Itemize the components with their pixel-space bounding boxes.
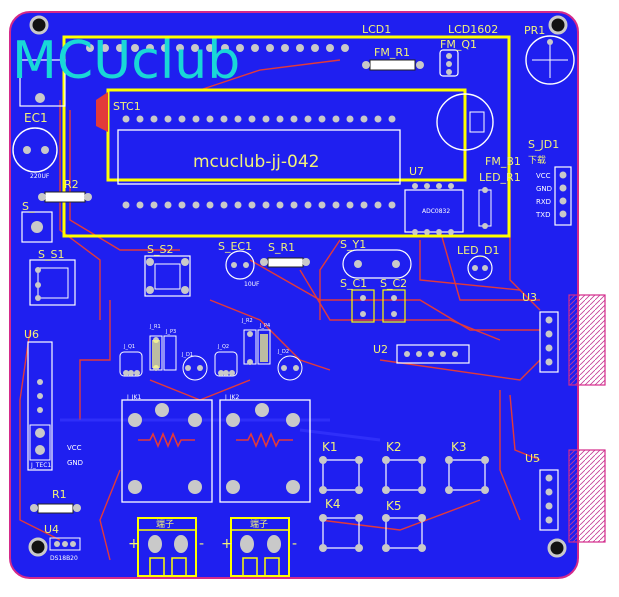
label-s-jd1: S_JD1: [528, 138, 559, 151]
label-j-j1: J_J1: [182, 584, 192, 590]
label-led-r1: LED_R1: [479, 171, 521, 184]
label-j-q1: J_Q1: [123, 344, 135, 350]
lcd-pin-row: [86, 44, 349, 52]
label-k3: K3: [451, 440, 467, 454]
label-j-d2: J_D2: [277, 349, 289, 355]
mcuclub-watermark: MCUclub: [12, 31, 240, 91]
copper-pad-shape: [96, 92, 108, 132]
label-led-d1: LED_D1: [457, 244, 500, 257]
power-jack-outline: [19, 59, 66, 107]
label-fm-r1: FM_R1: [374, 46, 410, 59]
label-stc1: STC1: [113, 100, 141, 113]
label-term-2: 端子: [250, 518, 268, 530]
label-s-c2: S_C2: [380, 277, 407, 290]
pr1-outline: [525, 35, 575, 85]
label-term-1: 端子: [156, 518, 174, 530]
lcd-frame: [62, 35, 511, 238]
label-s-ec1: S_EC1: [218, 240, 252, 253]
label-fm-b1: FM_B1: [485, 155, 521, 168]
label-u3: U3: [522, 291, 537, 304]
label-k1: K1: [322, 440, 338, 454]
label-j-d1: J_D1: [181, 352, 193, 358]
connector-outline-u5: [568, 449, 606, 543]
label-u7: U7: [409, 165, 424, 178]
label-u4-part: DS18B20: [50, 555, 78, 562]
label-pr1: PR1: [524, 24, 545, 37]
label-j-r1: J_R1: [149, 324, 161, 330]
label-relay2: J_JK2: [224, 394, 239, 401]
label-download: 下载: [528, 154, 546, 166]
ec1-outline: [12, 127, 58, 173]
label-s-top: S_: [22, 200, 35, 213]
label-lcd1602: LCD1602: [448, 23, 498, 36]
fm-r1-body: [369, 59, 416, 71]
connector-outline-u3: [568, 294, 606, 386]
label-j-p3: J_P3: [165, 329, 176, 335]
label-gnd: GND: [67, 459, 83, 467]
relay2-outline: [219, 399, 311, 503]
label-j-r2: J_R2: [241, 318, 253, 324]
terminal-block-1: [137, 517, 197, 577]
label-plus-1: +: [128, 536, 140, 552]
label-plus-2: +: [221, 536, 233, 552]
buzzer-outline: [436, 93, 494, 151]
label-jd1-txd: TXD: [535, 211, 550, 219]
label-k4: K4: [325, 497, 341, 511]
label-tec: J_TEC1: [30, 462, 51, 469]
label-ec-value: 220UF: [30, 173, 50, 180]
label-k5: K5: [386, 499, 402, 513]
label-s-s1: S_S1: [38, 248, 64, 261]
label-r1: R1: [52, 488, 67, 501]
label-ec1: EC1: [24, 111, 48, 125]
label-minus-1: -: [199, 536, 204, 552]
label-j-p4: J_P4: [259, 323, 270, 329]
label-adc: ADC0832: [422, 208, 450, 215]
label-sec-value: 10UF: [244, 281, 260, 288]
label-u4: U4: [44, 523, 59, 536]
lcd-display-window: [106, 88, 467, 182]
mcu-outline: [117, 129, 401, 185]
label-r2: R2: [64, 178, 79, 191]
label-u6: U6: [24, 328, 39, 341]
label-j-j2: J_J2: [269, 584, 279, 590]
label-s-r1: S_R1: [268, 241, 295, 254]
label-minus-2: -: [292, 536, 297, 552]
label-k2: K2: [386, 440, 402, 454]
terminal-block-2: [230, 517, 290, 577]
label-s-y1: S_Y1: [340, 238, 366, 251]
fm-q1-outline: [439, 49, 459, 77]
label-fm-q1: FM_Q1: [440, 38, 477, 51]
label-u5: U5: [525, 452, 540, 465]
label-s-s2: S_S2: [147, 243, 173, 256]
label-j-q2: J_Q2: [217, 344, 229, 350]
label-jd1-rxd: RXD: [536, 198, 551, 206]
label-s-c1: S_C1: [340, 277, 367, 290]
label-lcd1: LCD1: [362, 23, 391, 36]
mcu-pins-top: [122, 115, 396, 123]
board-name-text: mcuclub-jj-042: [193, 152, 319, 172]
label-relay1: J_JK1: [126, 394, 141, 401]
label-jd1-vcc: VCC: [536, 172, 551, 180]
mcu-pins-bottom: [122, 201, 396, 209]
label-jd1-gnd: GND: [536, 185, 552, 193]
s-s1-outline: [29, 259, 76, 306]
label-u2: U2: [373, 343, 388, 356]
relay1-outline: [121, 399, 213, 503]
mounting-holes: [28, 15, 568, 558]
label-vcc: VCC: [67, 444, 82, 452]
